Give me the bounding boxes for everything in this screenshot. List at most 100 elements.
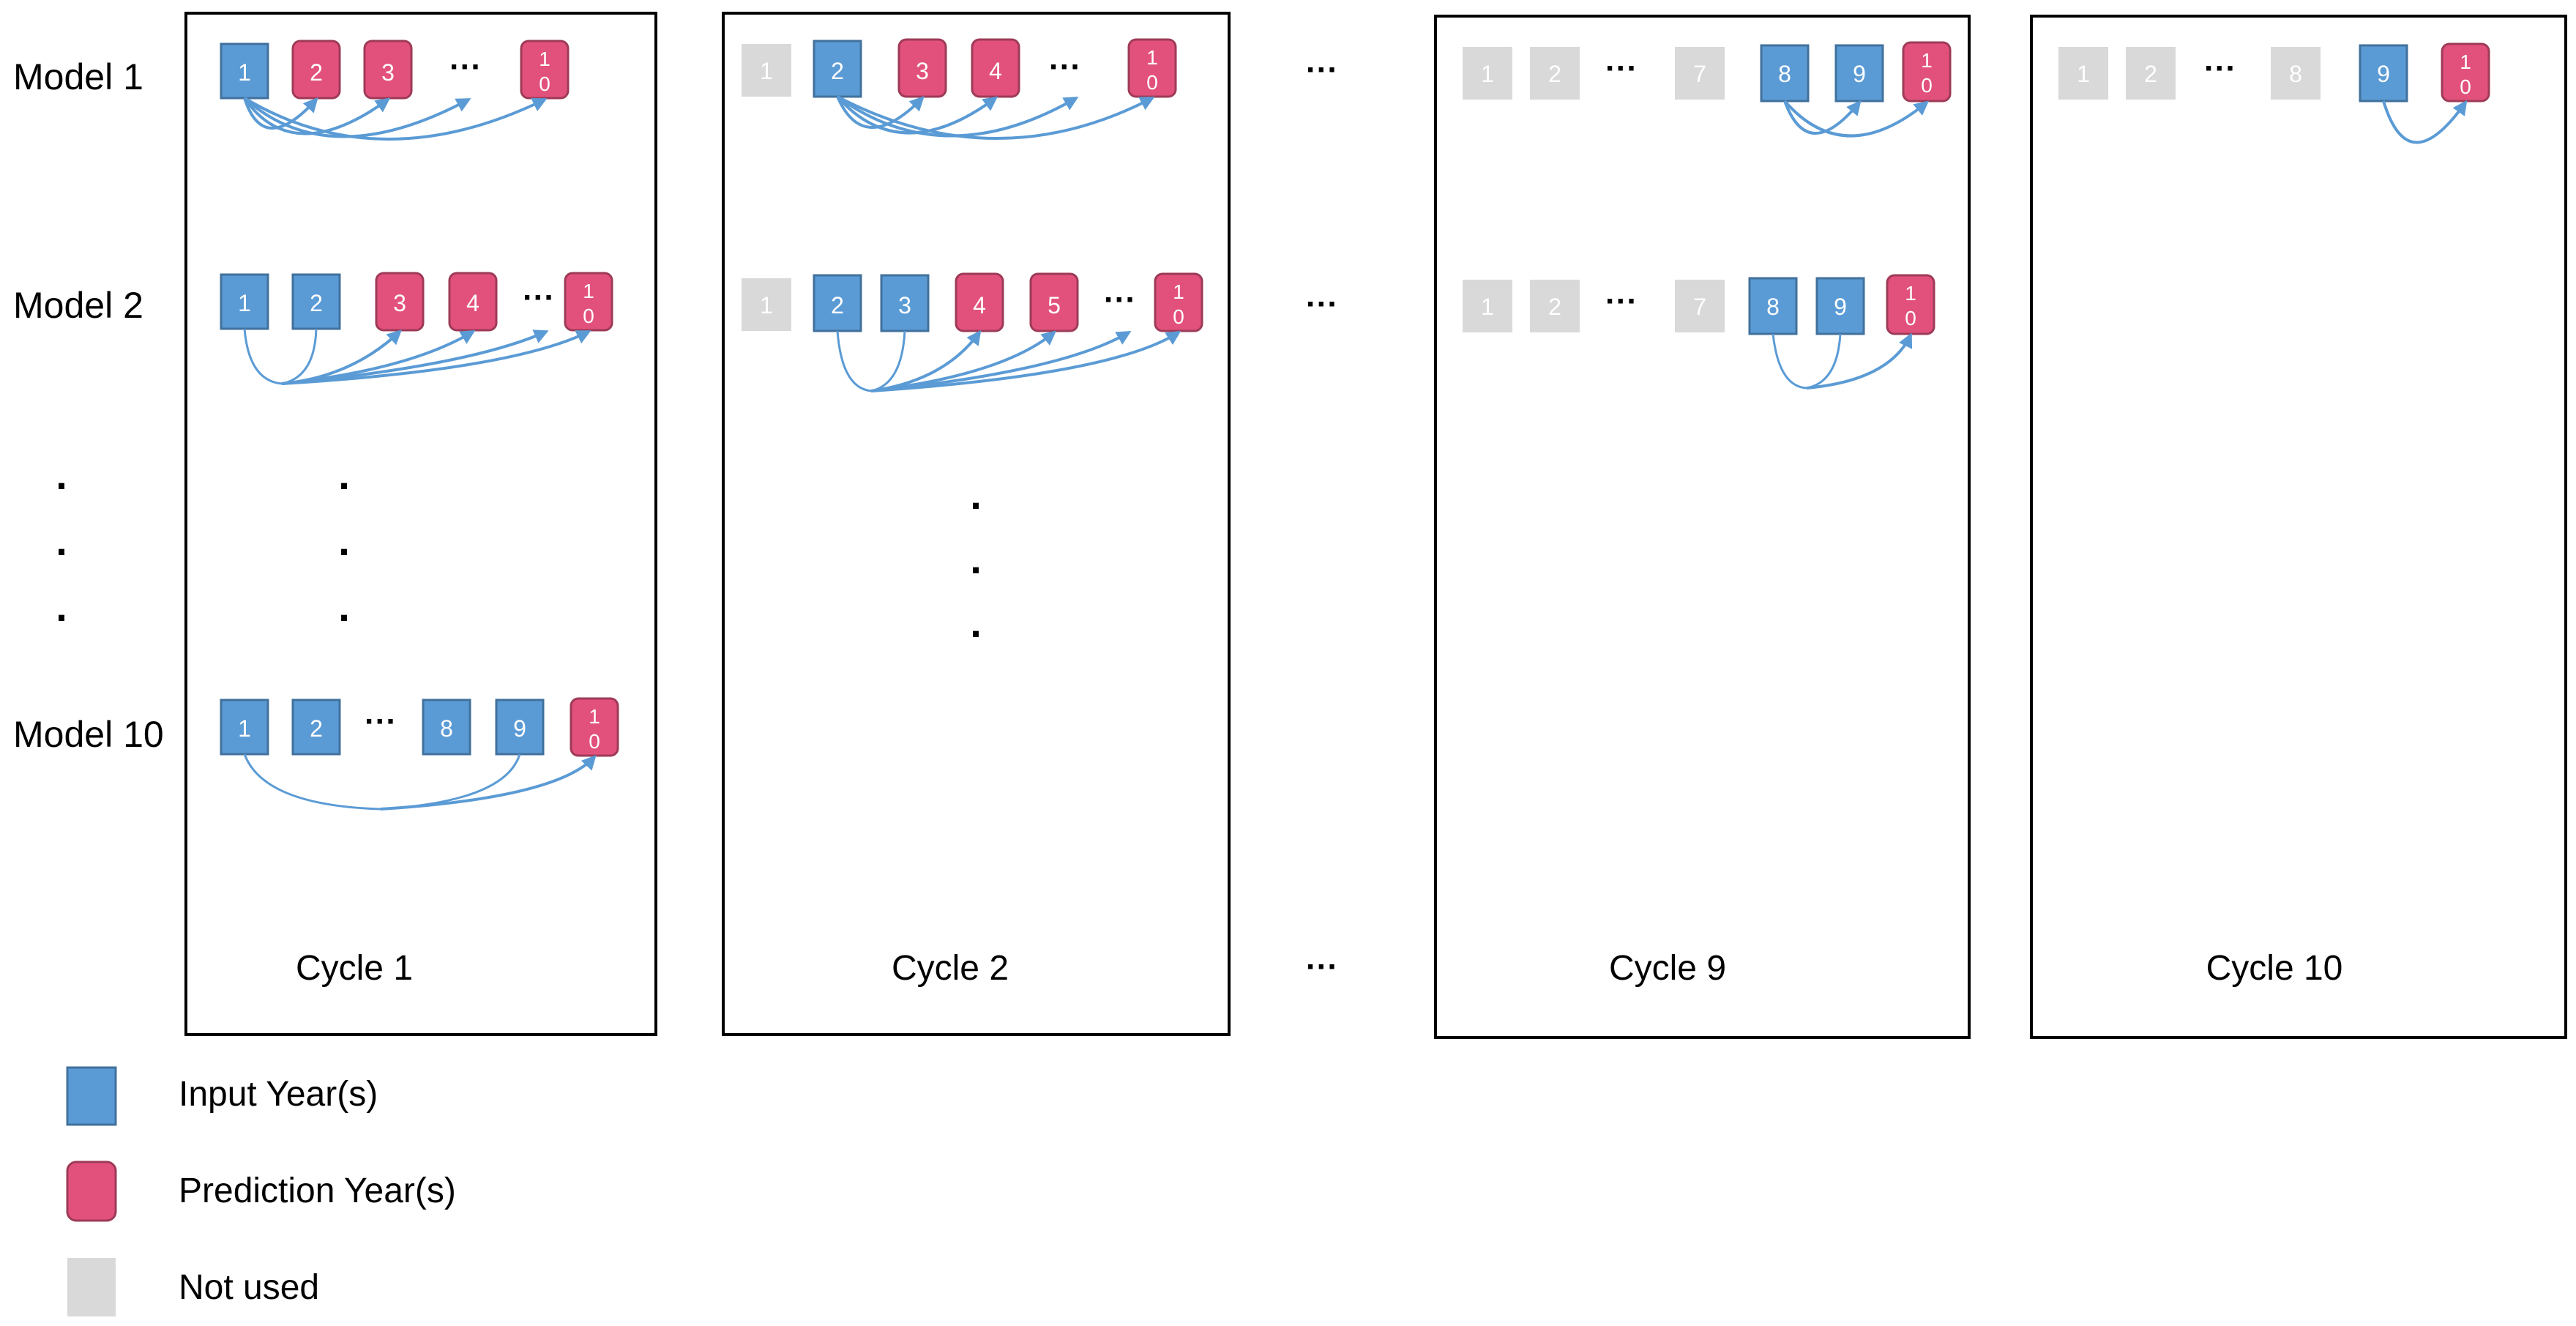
between-cycles-ellipsis: ···: [1306, 949, 1338, 985]
left-vertical-dot: .: [56, 452, 67, 498]
input-year-box: [2359, 44, 2408, 103]
c2-m1-row: 1 2 3 4 ··· 1 0: [742, 38, 1177, 140]
legend-input-label: Input Year(s): [179, 1075, 378, 1114]
year-number: 7: [1693, 294, 1706, 320]
input-year-box: [880, 274, 930, 332]
c1-m1-row: 1 2 3 ··· 1 0: [220, 40, 570, 141]
unused-year-box: [742, 44, 791, 97]
year-number: 4: [973, 292, 986, 319]
input-year-box: [220, 699, 269, 756]
year-number: 0: [1146, 71, 1158, 94]
year-number: 1: [2460, 51, 2471, 73]
dependency-arrow: [836, 95, 1079, 138]
year-number: 1: [1921, 49, 1933, 72]
input-year-box: [495, 699, 545, 756]
dependency-link: [836, 330, 872, 392]
year-number: 1: [1173, 280, 1184, 303]
dependency-arrow: [243, 97, 318, 130]
legend-unused-swatch: [67, 1258, 116, 1316]
year-number: 1: [238, 59, 251, 86]
dependency-arrow: [281, 330, 591, 385]
dependency-arrow: [281, 329, 549, 385]
input-year-box: [1834, 44, 1884, 103]
dependency-link: [243, 328, 283, 385]
dependency-link: [1806, 333, 1842, 390]
cycle-2-vertical-dot: .: [970, 600, 982, 646]
year-number: 2: [831, 292, 844, 319]
year-number: 3: [898, 292, 911, 319]
dependency-arrow: [837, 95, 1155, 140]
cycle-9-label: Cycle 9: [1609, 949, 1726, 988]
year-number: 1: [1905, 282, 1916, 305]
prediction-year-box: [1127, 38, 1177, 98]
year-number: 1: [760, 292, 773, 319]
cycle-2-frame: [722, 12, 1231, 1036]
row-label-model-1: Model 1: [13, 56, 143, 97]
dependency-link: [380, 753, 521, 811]
dependency-arrow: [870, 330, 1181, 392]
unused-year-box: [742, 278, 791, 331]
dependency-arrow: [836, 95, 998, 135]
cycle-1-vertical-dot: .: [338, 452, 350, 498]
year-number: 1: [1481, 294, 1494, 320]
cycle-2-vertical-dot: .: [970, 472, 982, 518]
prediction-year-box: [520, 40, 570, 100]
dependency-arrow: [243, 97, 471, 138]
year-number: 2: [310, 59, 323, 86]
c10-m1-row: 1 2 ··· 8 9 1 0: [2058, 42, 2490, 144]
row-ellipsis: ···: [1605, 51, 1638, 86]
year-number: 0: [1921, 74, 1933, 97]
year-number: 7: [1693, 61, 1706, 87]
legend-prediction-swatch: [66, 1161, 117, 1222]
year-number: 5: [1048, 292, 1061, 319]
cycle-10-label: Cycle 10: [2206, 949, 2343, 988]
year-number: 1: [539, 48, 550, 70]
year-number: 4: [466, 290, 479, 316]
year-number: 3: [393, 290, 406, 316]
dependency-link: [1772, 333, 1807, 390]
year-number: 1: [760, 58, 773, 84]
year-number: 1: [583, 280, 594, 302]
input-year-box: [291, 699, 341, 756]
dependency-arrow: [836, 96, 925, 129]
dependency-arrow: [380, 755, 597, 811]
unused-year-box: [1675, 47, 1725, 100]
year-number: 4: [989, 58, 1002, 84]
legend: Input Year(s) Prediction Year(s) Not use…: [66, 1066, 456, 1316]
year-number: 0: [1173, 305, 1184, 328]
year-number: 0: [539, 72, 550, 95]
dependency-arrow: [243, 97, 548, 141]
year-number: 2: [310, 290, 323, 316]
dependency-arrow: [243, 97, 391, 135]
row-ellipsis: ···: [1049, 49, 1081, 85]
input-year-box: [1748, 277, 1798, 335]
input-year-box: [422, 699, 471, 756]
legend-input-swatch: [66, 1066, 117, 1126]
year-number: 8: [1778, 61, 1791, 87]
year-number: 2: [310, 715, 323, 742]
row-ellipsis: ···: [1605, 283, 1638, 319]
row-label-model-2: Model 2: [13, 285, 143, 326]
year-number: 9: [513, 715, 526, 742]
year-number: 0: [1905, 307, 1916, 329]
dependency-link: [870, 330, 906, 392]
input-year-box: [220, 273, 269, 330]
year-number: 8: [440, 715, 453, 742]
dependency-arrow: [1783, 100, 1930, 138]
row-label-model-10: Model 10: [13, 714, 164, 755]
cycle-2-label: Cycle 2: [892, 949, 1009, 988]
c9-m1-row: 1 2 ··· 7 8 9 1 0: [1463, 41, 1952, 138]
year-number: 1: [1146, 46, 1158, 69]
between-cycles-ellipsis: ···: [1306, 286, 1338, 322]
unused-year-box: [2058, 47, 2108, 100]
between-cycles-ellipsis: ···: [1306, 52, 1338, 88]
left-vertical-dot: .: [56, 518, 67, 564]
legend-unused-label: Not used: [179, 1268, 319, 1307]
year-number: 9: [1834, 294, 1847, 320]
year-number: 1: [2077, 61, 2090, 87]
year-number: 9: [2377, 61, 2390, 87]
cycle-10-frame: [2030, 15, 2567, 1039]
year-number: 2: [2144, 61, 2157, 87]
year-number: 0: [583, 305, 594, 327]
cycle-2-vertical-dot: .: [970, 536, 982, 582]
